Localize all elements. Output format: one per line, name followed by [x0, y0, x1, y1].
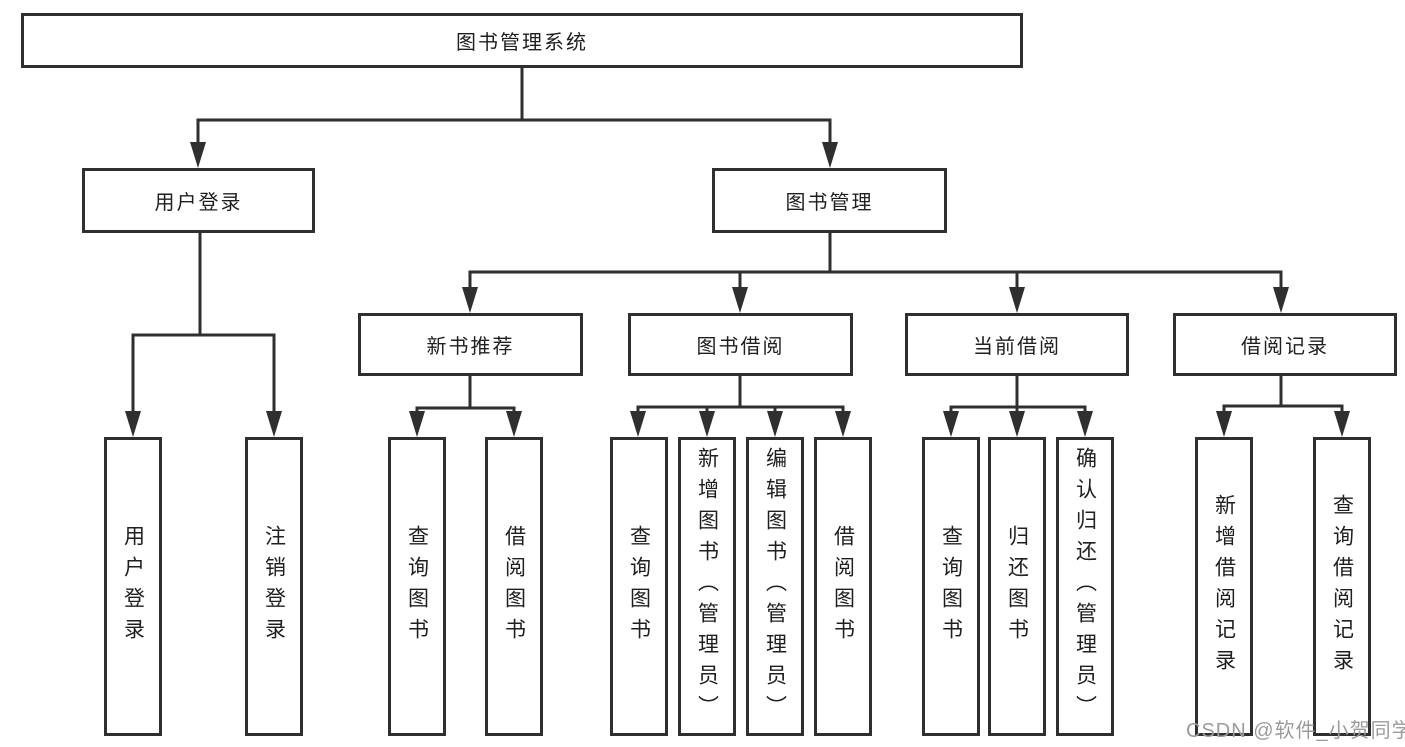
leaf-user-login-label: 用户登录	[121, 524, 145, 649]
leaf-query-borrow-record-label: 查询借阅记录	[1330, 493, 1354, 680]
node-current-borrowing: 当前借阅	[905, 313, 1129, 376]
leaf-add-borrow-record-label: 新增借阅记录	[1212, 493, 1236, 680]
leaf-confirm-return-admin: 确认归还（管理员）	[1056, 437, 1114, 736]
node-book-management: 图书管理	[712, 168, 947, 233]
root-node-label: 图书管理系统	[456, 32, 588, 54]
node-book-borrowing: 图书借阅	[628, 313, 853, 376]
node-new-book-recommend: 新书推荐	[358, 313, 583, 376]
leaf-borrow-books-recommend-label: 借阅图书	[502, 524, 526, 649]
leaf-borrow-books: 借阅图书	[814, 437, 872, 736]
node-book-borrowing-label: 图书借阅	[696, 336, 785, 358]
leaf-query-borrow-record: 查询借阅记录	[1313, 437, 1371, 736]
leaf-add-borrow-record: 新增借阅记录	[1195, 437, 1253, 736]
leaf-return-books: 归还图书	[988, 437, 1046, 736]
node-new-book-recommend-label: 新书推荐	[426, 336, 515, 358]
node-borrow-records: 借阅记录	[1173, 313, 1397, 376]
leaf-logout-label: 注销登录	[262, 524, 286, 649]
csdn-watermark: CSDN @软件_小贺同学	[1186, 720, 1405, 742]
leaf-query-books-current-label: 查询图书	[939, 524, 963, 649]
leaf-add-books-admin: 新增图书（管理员）	[678, 437, 736, 736]
leaf-query-books-recommend: 查询图书	[388, 437, 446, 736]
leaf-confirm-return-admin-label: 确认归还（管理员）	[1073, 447, 1097, 726]
node-borrow-records-label: 借阅记录	[1241, 336, 1329, 358]
leaf-logout: 注销登录	[245, 437, 303, 736]
leaf-edit-books-admin-label: 编辑图书（管理员）	[763, 447, 787, 726]
leaf-borrow-books-recommend: 借阅图书	[485, 437, 543, 736]
leaf-query-books-borrowing: 查询图书	[610, 437, 668, 736]
node-user-login: 用户登录	[82, 168, 315, 233]
leaf-query-books-borrowing-label: 查询图书	[627, 524, 651, 649]
leaf-return-books-label: 归还图书	[1005, 524, 1029, 649]
leaf-query-books-recommend-label: 查询图书	[405, 524, 429, 649]
node-current-borrowing-label: 当前借阅	[973, 336, 1061, 358]
node-book-management-label: 图书管理	[785, 192, 874, 214]
leaf-query-books-current: 查询图书	[922, 437, 980, 736]
leaf-user-login: 用户登录	[104, 437, 162, 736]
leaf-add-books-admin-label: 新增图书（管理员）	[695, 447, 719, 726]
leaf-edit-books-admin: 编辑图书（管理员）	[746, 437, 804, 736]
leaf-borrow-books-label: 借阅图书	[831, 524, 855, 649]
root-node-library-system: 图书管理系统	[21, 13, 1023, 68]
node-user-login-label: 用户登录	[154, 192, 243, 214]
